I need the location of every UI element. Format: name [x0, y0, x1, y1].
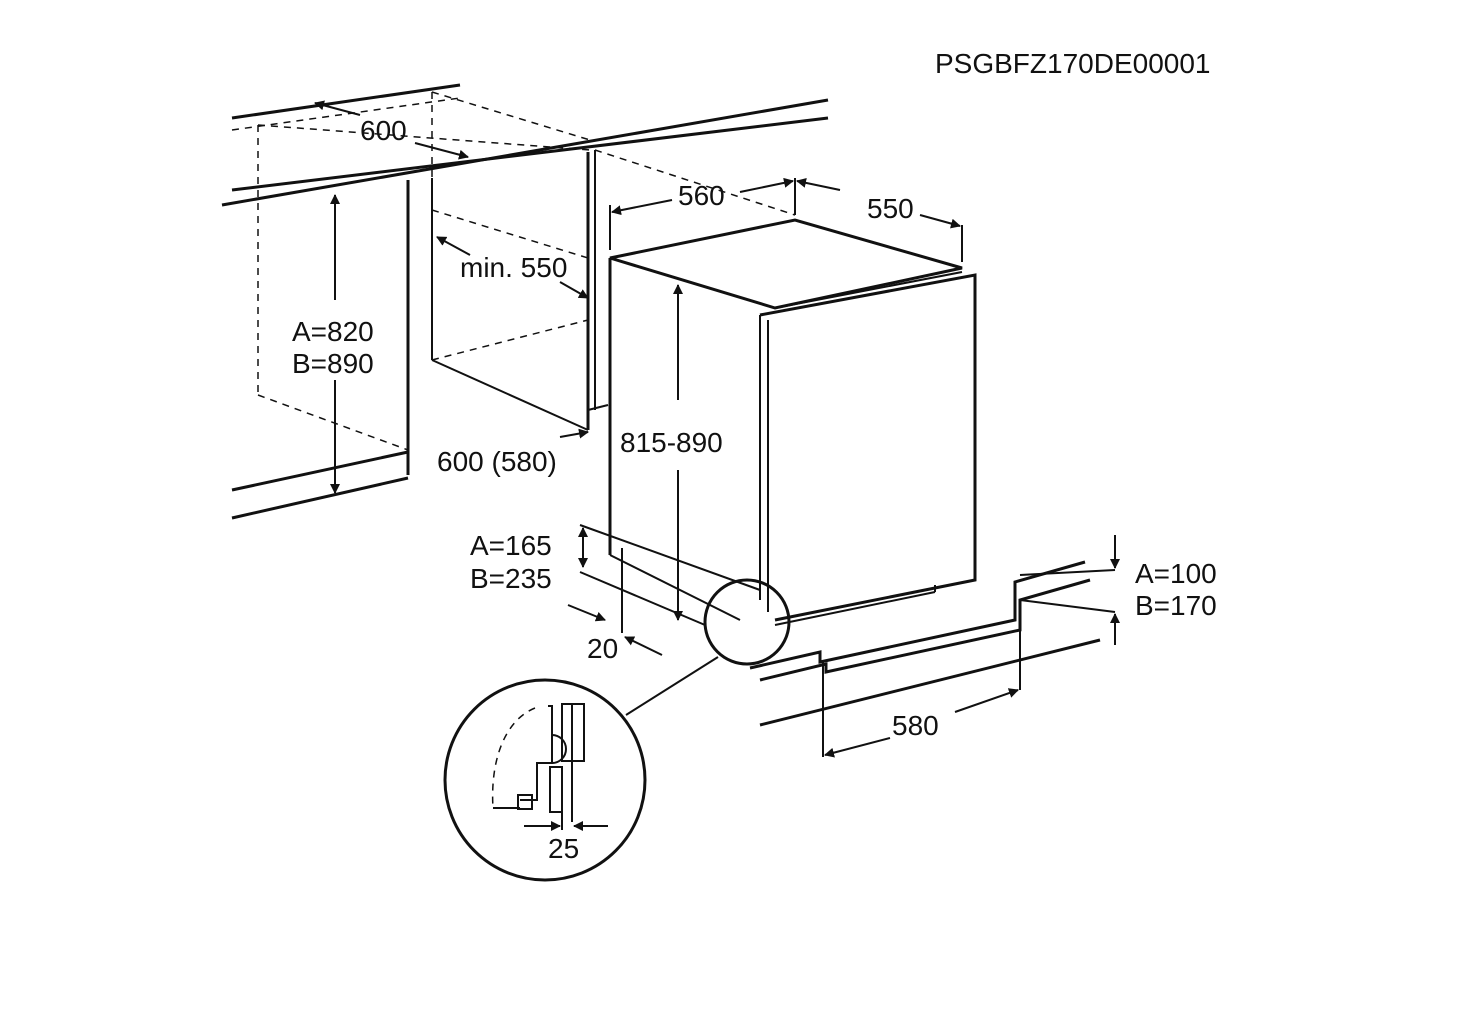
- detail-callout: [443, 578, 791, 882]
- label-plinth-cut-a: A=100: [1135, 558, 1217, 589]
- label-niche-width: 600: [360, 115, 407, 146]
- label-appliance-depth: 550: [867, 193, 914, 224]
- product-code: PSGBFZ170DE00001: [935, 48, 1211, 79]
- label-niche-height-a: A=820: [292, 316, 374, 347]
- label-plinth-height-a: A=165: [470, 530, 552, 561]
- label-niche-min-depth: min. 550: [460, 252, 567, 283]
- label-appliance-width: 560: [678, 180, 725, 211]
- dimension-arrows: [314, 100, 1120, 758]
- label-plinth-cut-b: B=170: [1135, 590, 1217, 621]
- appliance: [579, 218, 977, 633]
- label-appliance-height: 815-890: [620, 427, 723, 458]
- label-plinth-height-b: B=235: [470, 563, 552, 594]
- label-plinth-cut-width: 580: [892, 710, 939, 741]
- label-plinth-setback: 20: [587, 633, 618, 664]
- plinth: [749, 560, 1116, 757]
- label-door-gap: 25: [548, 833, 579, 864]
- label-niche-height-b: B=890: [292, 348, 374, 379]
- label-niche-depth: 600 (580): [437, 446, 557, 477]
- countertop: [221, 83, 829, 451]
